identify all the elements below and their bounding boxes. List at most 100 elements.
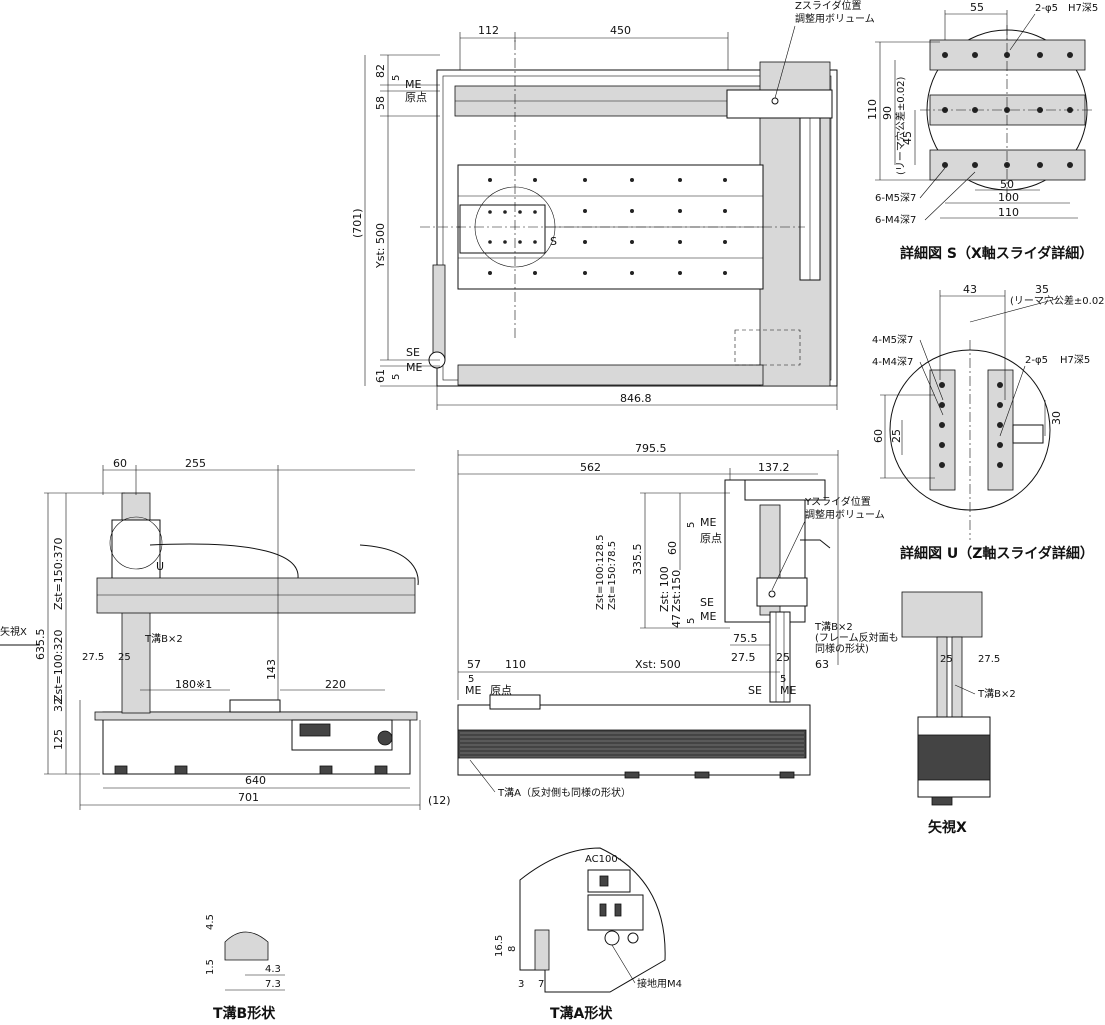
s-h7-depth5: H7深5	[1068, 2, 1098, 14]
dim-450: 450	[610, 24, 631, 37]
dim-27-5-front: 27.5	[82, 652, 104, 663]
caption-t-groove-a: T溝A形状	[550, 1005, 613, 1022]
table-hole	[583, 240, 587, 244]
dim-635-5: 635.5	[34, 629, 47, 661]
u-h7-depth5: H7深5	[1060, 354, 1090, 366]
table-hole	[723, 209, 727, 213]
se-label-top: SE	[406, 346, 420, 359]
dim-12: (12)	[428, 794, 451, 807]
slider-hole	[533, 240, 537, 244]
u-hole-2phi5: 2-φ5	[1025, 355, 1048, 366]
dim-110-horizontal: 110	[998, 206, 1019, 219]
me-label-side-2: ME	[700, 610, 716, 623]
dim-32: 32	[52, 698, 65, 712]
table-hole	[630, 240, 634, 244]
me-label-top: ME	[405, 78, 421, 91]
table-hole	[630, 209, 634, 213]
dim-3: 3	[518, 979, 524, 990]
dim-16-5: 16.5	[494, 935, 505, 957]
table-hole	[583, 271, 587, 275]
mount-hole	[939, 382, 945, 388]
dim-220: 220	[325, 678, 346, 691]
mount-hole	[939, 462, 945, 468]
se-label-side-2: SE	[748, 684, 762, 697]
zst150-370: Zst=150:370	[52, 538, 65, 611]
dim-125: 125	[52, 729, 65, 750]
mount-hole	[997, 382, 1003, 388]
detail-u: 43 35 (リーマ穴公差±0.02) 4-M5深7 4-M4深7 2-φ5 H…	[872, 283, 1105, 562]
me-label-side-3: ME	[465, 684, 481, 697]
dim-5-side-b: 5	[686, 618, 697, 624]
mount-hole	[1037, 107, 1043, 113]
dim-45: 45	[901, 131, 914, 145]
dim-143: 143	[265, 659, 278, 680]
dim-27-5-view-x: 27.5	[978, 654, 1000, 665]
caption-t-groove-b: T溝B形状	[213, 1005, 276, 1022]
caption-view-x: 矢視X	[928, 819, 967, 836]
mount-hole	[972, 162, 978, 168]
dim-110-side: 110	[505, 658, 526, 671]
u-reamer-note: (リーマ穴公差±0.02)	[1010, 294, 1105, 307]
dim-25-view-x: 25	[940, 654, 953, 665]
dim-35: 35	[1035, 283, 1049, 296]
me-label-side-4: ME	[780, 684, 796, 697]
table-hole	[583, 178, 587, 182]
dim-846-8: 846.8	[620, 392, 652, 405]
dim-701-paren: (701)	[351, 208, 364, 238]
dim-5-side-d: 5	[780, 674, 786, 685]
t-groove-b: 4.5 1.5 4.3 7.3 T溝B形状	[205, 914, 285, 1022]
zst-100-128: Zst=100:128.5	[595, 535, 606, 610]
dim-50: 50	[1000, 178, 1014, 191]
dim-5-top: 5	[391, 75, 402, 81]
mount-hole	[972, 52, 978, 58]
slider-hole	[503, 210, 507, 214]
table-hole	[488, 178, 492, 182]
u-marker: U	[156, 560, 164, 573]
s-m4-holes: 6-M4深7	[875, 214, 916, 226]
frame-note-2: 同様の形状)	[815, 642, 869, 655]
dim-137-2: 137.2	[758, 461, 790, 474]
mount-hole	[1067, 162, 1073, 168]
ac-label: AC100-	[585, 854, 622, 865]
y-slider-note-1: Yスライダ位置	[804, 495, 871, 508]
view-x: 25 27.5 T溝B×2 矢視X	[901, 591, 1016, 836]
origin-label-side-2: 原点	[490, 684, 512, 697]
dim-57: 57	[467, 658, 481, 671]
zst100-320: Zst=100:320	[52, 630, 65, 703]
mount-hole	[1037, 52, 1043, 58]
mount-hole	[942, 52, 948, 58]
y-slider-note-2: 調整用ボリューム	[805, 508, 885, 521]
dim-58: 58	[374, 96, 387, 110]
slider-hole	[518, 240, 522, 244]
arrow-x-label: 矢視X	[0, 625, 27, 638]
tb2-view-x: T溝B×2	[977, 687, 1016, 700]
table-hole	[678, 240, 682, 244]
t-groove-a: AC100- 16.5 8 3 7 接地用M4 T溝A形状	[494, 847, 682, 1022]
dim-yst-500: Yst: 500	[374, 223, 387, 269]
side-view: 795.5 562 137.2 Zst=100:128.5 Zst=150:78…	[457, 442, 899, 799]
mount-hole	[939, 442, 945, 448]
dim-335-5: 335.5	[631, 544, 644, 576]
mount-hole	[997, 402, 1003, 408]
table-hole	[583, 209, 587, 213]
mount-hole	[997, 462, 1003, 468]
dim-27-5-side: 27.5	[731, 651, 756, 664]
detail-s: 55 2-φ5 H7深5 110 90 (リーマ穴公差±0.02) 45 6-M…	[866, 1, 1098, 262]
table-hole	[723, 240, 727, 244]
dim-30: 30	[1050, 411, 1063, 425]
table-hole	[723, 178, 727, 182]
xst-500: Xst: 500	[635, 658, 681, 671]
mount-hole	[1004, 52, 1010, 58]
dim-5-bottom: 5	[391, 374, 402, 380]
tb2-side: T溝B×2	[814, 620, 853, 633]
dim-5-side-c: 5	[468, 674, 474, 685]
dim-7-3: 7.3	[265, 979, 281, 990]
dim-25-front: 25	[118, 652, 131, 663]
slider-hole	[533, 210, 537, 214]
zst-150-side: Zst:150	[670, 570, 683, 612]
mount-hole	[939, 402, 945, 408]
slider-hole	[503, 240, 507, 244]
dim-5-side-a: 5	[686, 522, 697, 528]
dim-25-u: 25	[890, 429, 903, 443]
table-hole	[488, 271, 492, 275]
